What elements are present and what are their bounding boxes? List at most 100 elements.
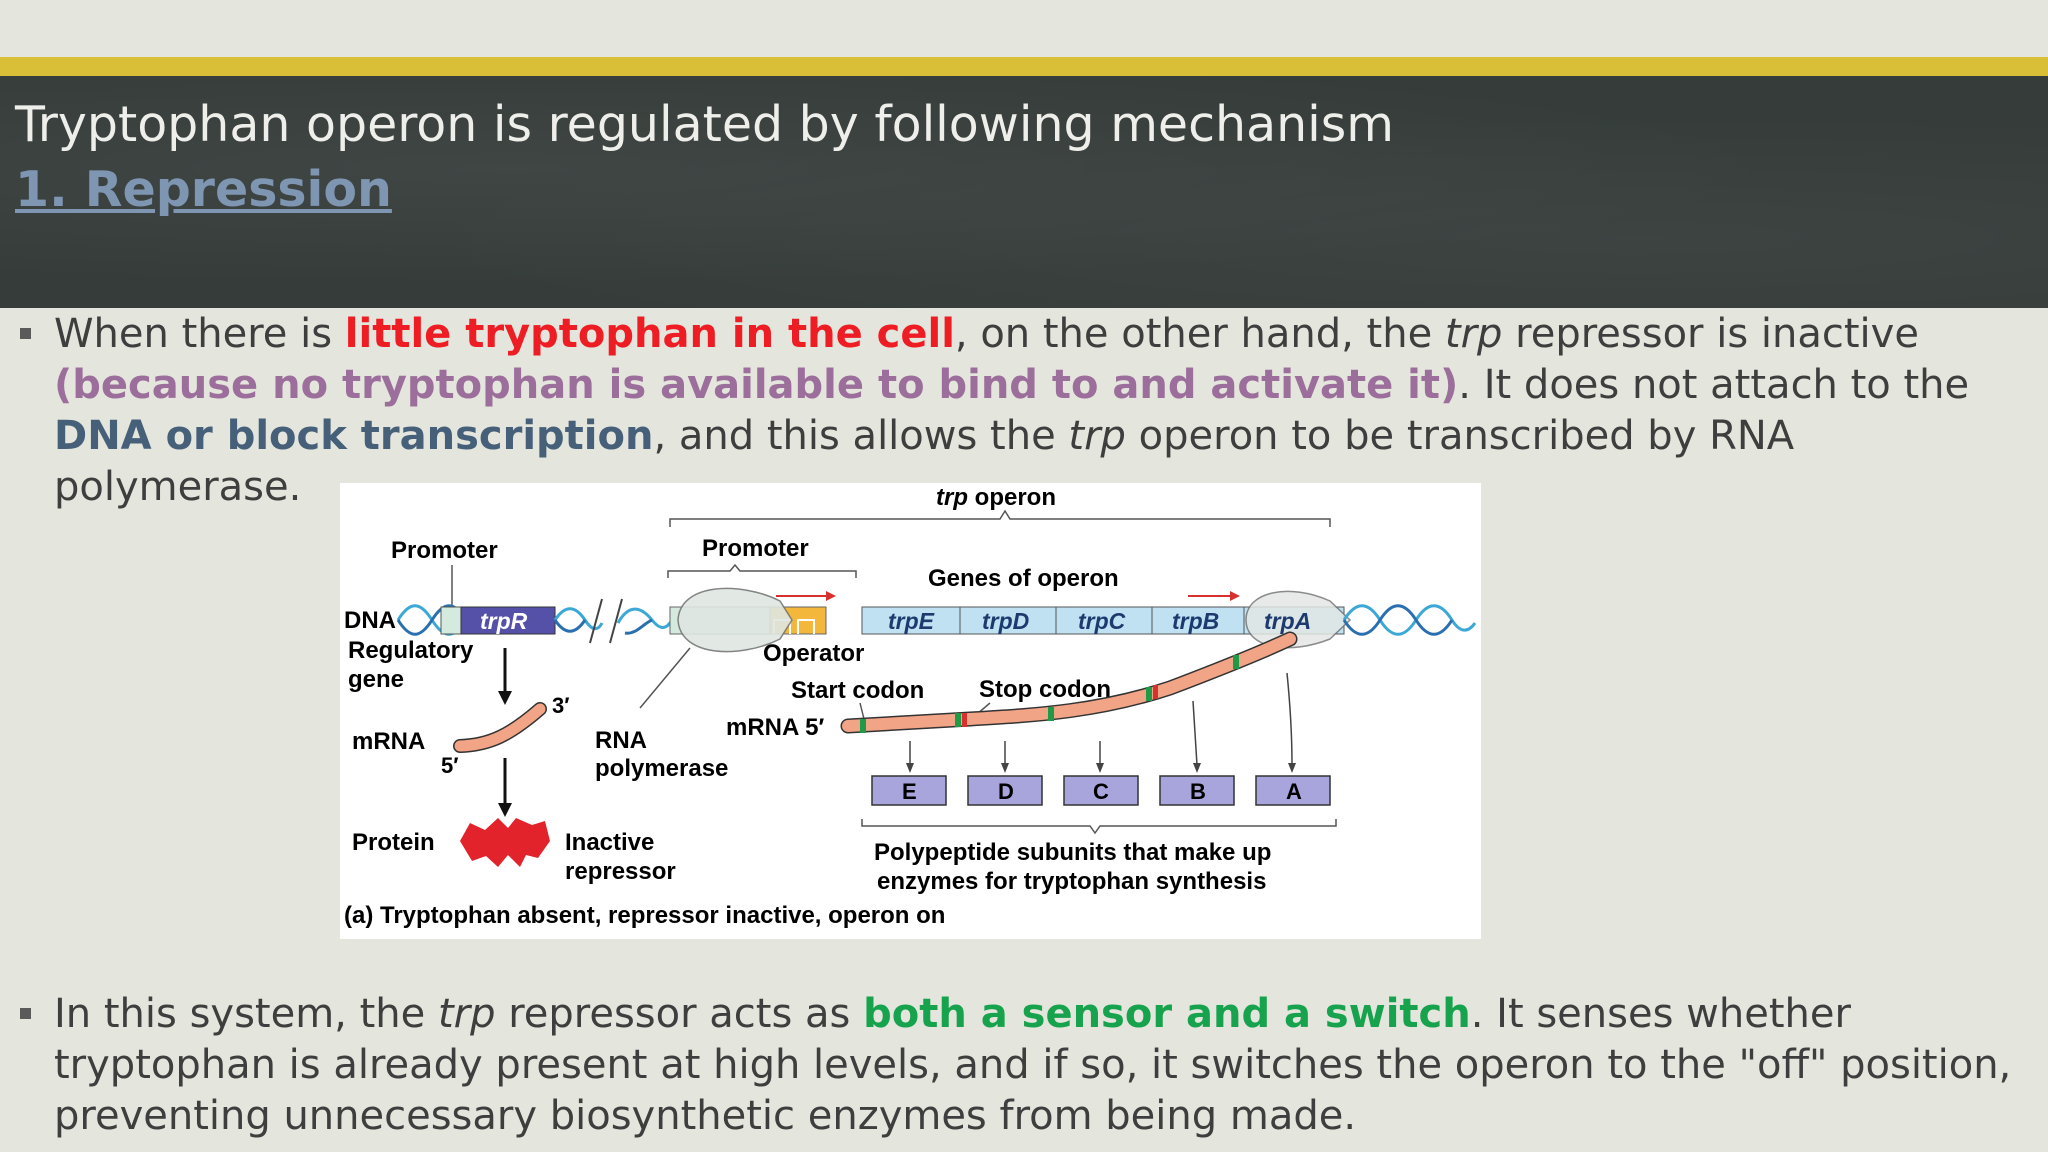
highlight-red: little tryptophan in the cell <box>344 311 955 357</box>
text-run: , on the other hand, the <box>954 311 1445 357</box>
arrow-to-A <box>1286 672 1293 766</box>
polypeptide-label-1: Polypeptide subunits that make up <box>874 839 1271 866</box>
text-run: When there is <box>54 311 345 357</box>
arrowhead-to-A <box>1288 763 1296 773</box>
bullet-marker <box>20 328 31 339</box>
start-codon-mark-3 <box>1048 707 1054 721</box>
arrowhead-to-B <box>1193 763 1201 773</box>
operon-label: trp operon <box>936 484 1056 511</box>
text-run: . It does not attach to the <box>1458 362 1970 408</box>
gene-label-trpD: trpD <box>982 608 1029 634</box>
five-prime-label: 5′ <box>441 753 459 778</box>
enzyme-label-D: D <box>998 779 1014 804</box>
promoter-right-label: Promoter <box>702 535 809 562</box>
regulatory-gene-label-2: gene <box>348 666 404 693</box>
enzyme-box-E <box>871 775 947 806</box>
stop-codon-label: Stop codon <box>979 676 1111 703</box>
stop-codon-mark-2 <box>1153 685 1158 699</box>
enzyme-label-A: A <box>1286 779 1302 804</box>
arrow-to-B <box>1192 700 1198 766</box>
polypeptide-label-2: enzymes for tryptophan synthesis <box>877 868 1266 895</box>
inactive-repressor-shape <box>460 818 550 867</box>
enzyme-label-B: B <box>1190 779 1206 804</box>
mrna-right-label: mRNA 5′ <box>726 714 824 741</box>
transcription-arrowhead-left <box>826 591 836 601</box>
text-run: In this system, the <box>54 991 438 1037</box>
start-codon-mark-5 <box>1233 655 1239 669</box>
enzyme-label-E: E <box>902 779 917 804</box>
operator-label: Operator <box>763 640 864 667</box>
dna-helix-right-strand <box>1342 604 1454 636</box>
arrowhead-gene-to-mrna <box>498 691 512 705</box>
start-codon-label: Start codon <box>791 677 924 704</box>
gene-box-trpD <box>959 606 1057 635</box>
gene-box-trpB <box>1151 606 1245 635</box>
highlight-green: both a sensor and a switch <box>863 991 1471 1037</box>
bullet-paragraph-1: When there is little tryptophan in the c… <box>20 309 2039 513</box>
enzyme-box-A <box>1255 775 1331 806</box>
text-run: repressor acts as <box>495 991 864 1037</box>
italic-trp: trp <box>1444 311 1503 357</box>
gene-box-trpE <box>861 606 961 635</box>
slide-title: Tryptophan operon is regulated by follow… <box>15 96 1395 153</box>
inactive-label-2: repressor <box>565 858 676 885</box>
text-run: repressor is inactive <box>1502 311 1919 357</box>
text-run: , and this allows the <box>653 413 1069 459</box>
enzyme-label-C: C <box>1093 779 1109 804</box>
highlight-blue: DNA or block transcription <box>54 413 654 459</box>
promoter-right-bracket <box>667 563 857 578</box>
dna-helix-mid-right-strand <box>624 618 653 635</box>
text-run: . It senses whether tryptophan is alread… <box>54 991 2012 1139</box>
rna-polymerase-leader <box>639 647 691 709</box>
rna-polymerase-label-1: RNA <box>595 727 647 754</box>
polypeptide-bracket <box>861 819 1337 835</box>
promoter-segment-left <box>440 606 462 635</box>
gene-label-trpE: trpE <box>888 608 935 634</box>
start-codon-mark-2 <box>955 713 961 727</box>
arrowhead-to-E <box>906 763 914 773</box>
stop-codon-mark-1 <box>962 713 967 727</box>
operon-diagram: trp operon Promoter Promoter Genes of op… <box>344 484 1477 929</box>
three-prime-label: 3′ <box>552 693 570 718</box>
title-band <box>0 76 2048 308</box>
arrowhead-to-C <box>1096 763 1104 773</box>
mrna-left-label: mRNA <box>352 728 425 755</box>
gene-label-trpA: trpA <box>1264 608 1311 634</box>
italic-trp: trp <box>1068 413 1126 459</box>
text-run: operon to be transcribed by RNA polymera… <box>54 413 1795 510</box>
promoter-left-label: Promoter <box>391 537 498 564</box>
trpR-gene-box <box>460 606 556 635</box>
start-codon-mark-1 <box>860 719 866 733</box>
rna-polymerase-shape <box>677 587 793 653</box>
dna-helix-mid-left-strand <box>553 619 587 633</box>
gold-accent-bar <box>0 57 2048 76</box>
genes-of-operon-label: Genes of operon <box>928 565 1119 592</box>
rna-polymerase-label-2: polymerase <box>595 755 728 782</box>
figure-caption: (a) Tryptophan absent, repressor inactiv… <box>344 902 945 929</box>
slide-subtitle-repression: 1. Repression <box>15 161 392 218</box>
gene-label-trpB: trpB <box>1172 608 1219 634</box>
mrna-left-strand <box>454 703 546 752</box>
regulatory-gene-label-1: Regulatory <box>348 637 474 664</box>
enzyme-box-D <box>967 775 1043 806</box>
enzyme-box-C <box>1063 775 1139 806</box>
gene-box-trpC <box>1055 606 1153 635</box>
bullet-paragraph-2: In this system, the trp repressor acts a… <box>20 989 2039 1142</box>
highlight-purple: (because no tryptophan is available to b… <box>54 362 1459 408</box>
dna-break-1 <box>589 598 603 644</box>
gene-label-trpC: trpC <box>1078 608 1126 634</box>
italic-trp: trp <box>437 991 496 1037</box>
arrowhead-mrna-to-protein <box>498 803 512 817</box>
operon-bracket <box>669 509 1331 527</box>
trpR-label: trpR <box>480 608 528 634</box>
bullet-marker <box>20 1008 31 1019</box>
arrowhead-to-D <box>1001 763 1009 773</box>
enzyme-box-B <box>1159 775 1235 806</box>
trp-operon-figure: trp operon Promoter Promoter Genes of op… <box>340 483 1481 939</box>
rna-polymerase-trailing <box>1245 590 1352 649</box>
dna-break-2 <box>609 598 623 644</box>
transcription-arrowhead-right <box>1230 591 1240 601</box>
inactive-label-1: Inactive <box>565 829 654 856</box>
start-codon-mark-4 <box>1146 687 1152 701</box>
dna-label: DNA <box>344 607 396 634</box>
